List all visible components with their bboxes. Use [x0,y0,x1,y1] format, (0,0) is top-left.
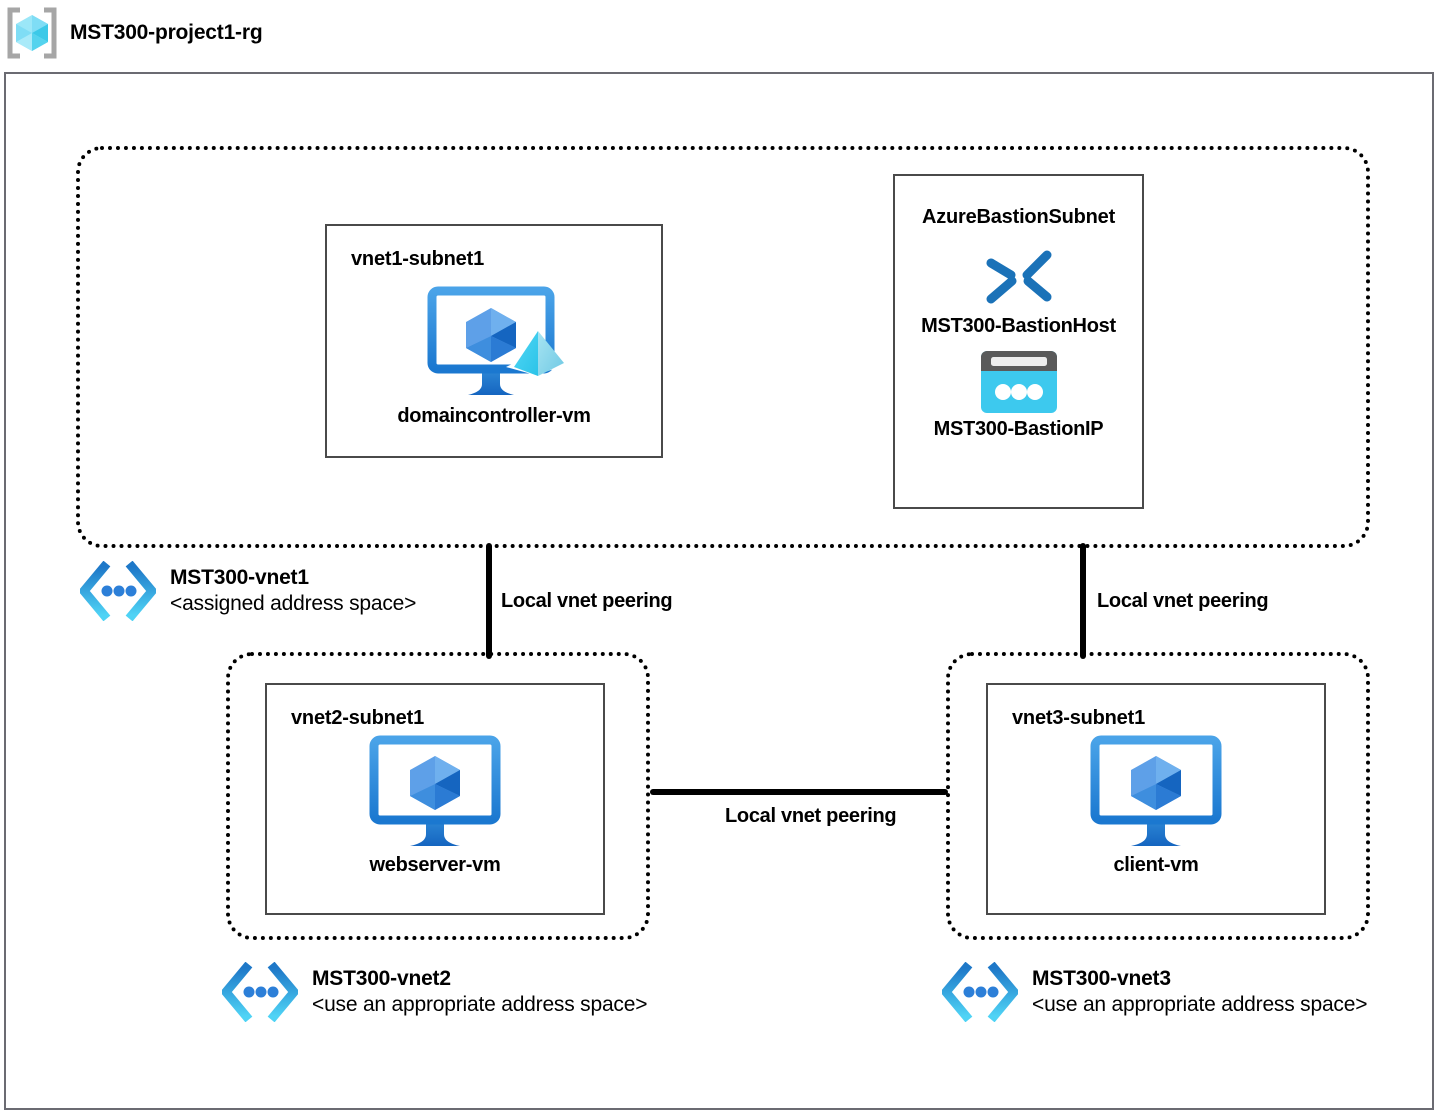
subnet-vnet3-subnet1: vnet3-subnet1 client-vm [986,683,1326,915]
resource-group-title: MST300-project1-rg [70,21,263,44]
virtual-machine-icon [1081,730,1231,854]
vnet-address-space: <assigned address space> [170,592,417,615]
peering-label: Local vnet peering [1097,590,1269,612]
vnet-legend-vnet2: MST300-vnet2 <use an appropriate address… [220,961,648,1023]
vnet-name: MST300-vnet2 [312,966,451,990]
vnet-boundary-vnet3 [946,652,1370,940]
subnet-title: vnet2-subnet1 [291,707,424,729]
subnet-title: vnet3-subnet1 [1012,707,1145,729]
bastion-host-icon [979,241,1059,313]
virtual-machine-icon [360,730,510,854]
vnet-legend-vnet3: MST300-vnet3 <use an appropriate address… [940,961,1368,1023]
subnet-vnet2-subnet1: vnet2-subnet1 webserver-vm [265,683,605,915]
resource-label: webserver-vm [369,854,501,876]
peering-connector-vnet2-vnet3 [650,789,948,795]
resource-group-icon [6,7,58,59]
subnet-vnet1-subnet1: vnet1-subnet1 [325,224,663,458]
vnet-boundary-vnet2 [226,652,650,940]
public-ip-address-icon [977,348,1061,416]
domain-controller-vm-icon [404,275,584,403]
resource-group-header: MST300-project1-rg [6,4,426,62]
peering-label: Local vnet peering [725,805,897,827]
virtual-network-icon [220,961,300,1023]
peering-connector-vnet1-vnet2 [486,543,492,659]
vnet-legend-vnet1: MST300-vnet1 <assigned address space> [78,560,417,622]
subnet-title: AzureBastionSubnet [921,206,1116,228]
virtual-network-icon [78,560,158,622]
subnet-title: vnet1-subnet1 [351,248,484,270]
vnet-boundary-vnet1 [76,146,1370,548]
vnet-address-space: <use an appropriate address space> [312,993,648,1016]
resource-label: client-vm [1113,854,1199,876]
bastion-ip-label: MST300-BastionIP [933,418,1104,440]
bastion-host-label: MST300-BastionHost [921,315,1116,337]
subnet-azure-bastion: AzureBastionSubnet MST300-BastionHost MS… [893,174,1144,509]
vnet-address-space: <use an appropriate address space> [1032,993,1368,1016]
vnet-name: MST300-vnet3 [1032,966,1171,990]
peering-connector-vnet1-vnet3 [1080,543,1086,659]
peering-label: Local vnet peering [501,590,673,612]
resource-label: domaincontroller-vm [397,405,591,427]
virtual-network-icon [940,961,1020,1023]
vnet-name: MST300-vnet1 [170,565,309,589]
